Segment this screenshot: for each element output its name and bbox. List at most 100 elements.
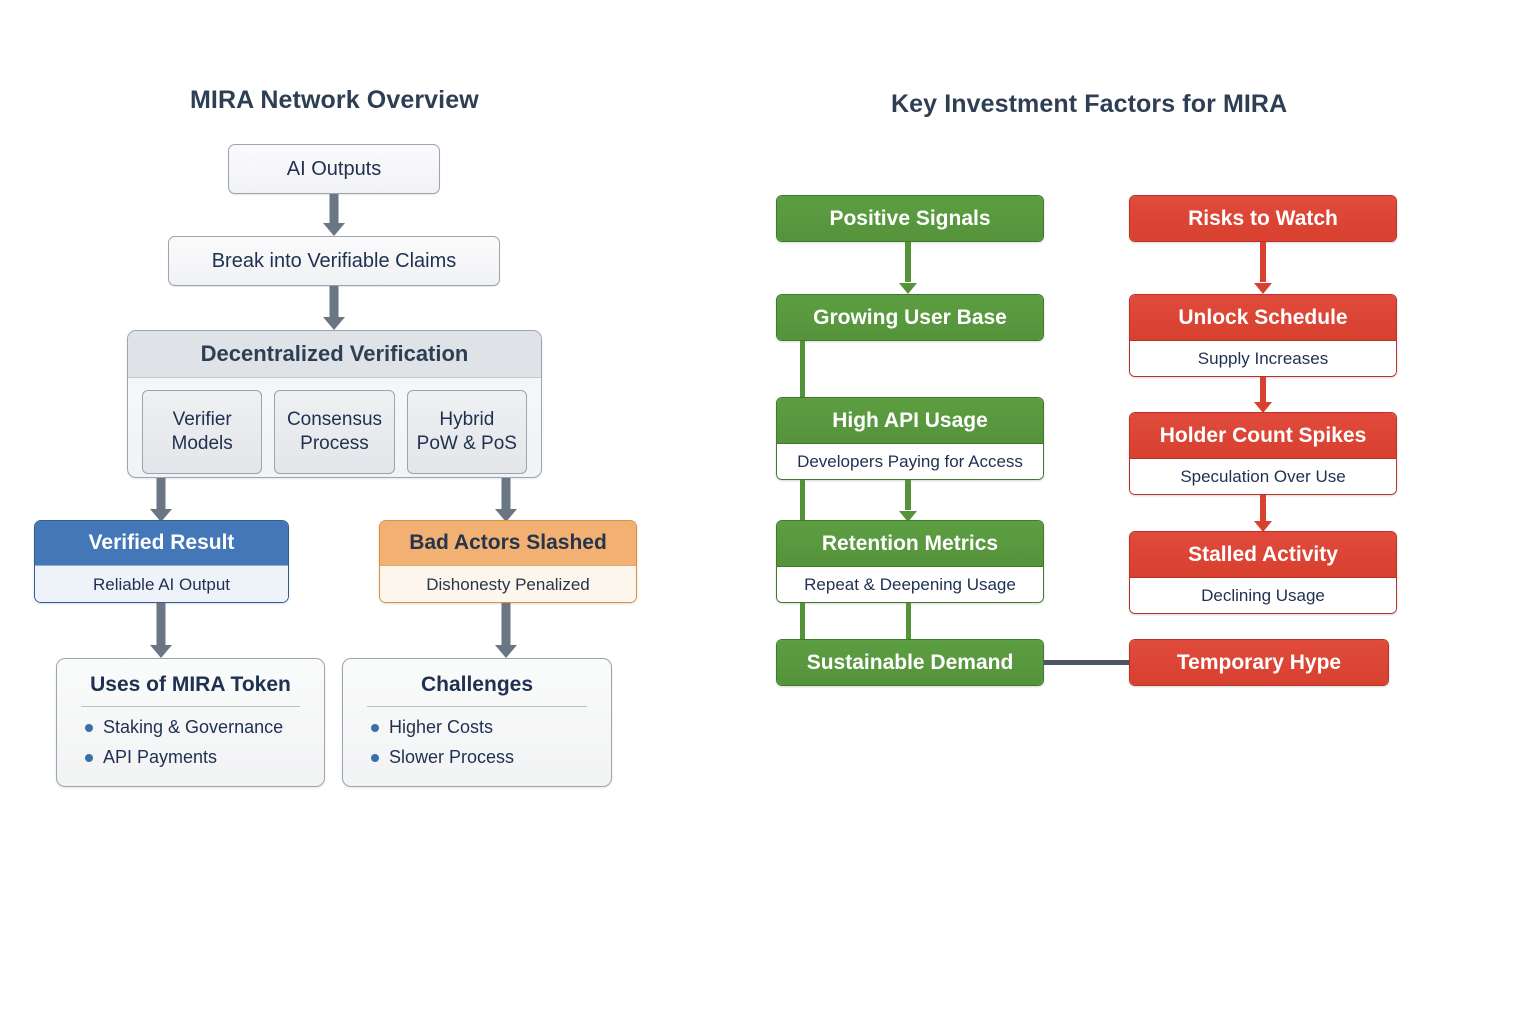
subnode-line-2: Models (171, 433, 233, 454)
block-unlock-schedule[interactable]: Unlock Schedule Supply Increases (1129, 294, 1397, 377)
subnode-line-2: Process (300, 433, 369, 454)
block-title-text: Temporary Hype (1176, 650, 1342, 674)
block-risks-to-watch[interactable]: Risks to Watch (1129, 195, 1397, 242)
list-item: Higher Costs (371, 717, 593, 738)
panel-heading: Uses of MIRA Token (90, 673, 291, 696)
node-break-claims[interactable]: Break into Verifiable Claims (168, 236, 500, 286)
subnode-hybrid-pow-pos[interactable]: Hybrid PoW & PoS (406, 390, 527, 474)
block-title: Growing User Base (777, 295, 1043, 340)
card-bad-actors-slashed[interactable]: Bad Actors Slashed Dishonesty Penalized (379, 520, 637, 603)
connector-high-api-left-rail (800, 480, 805, 522)
subnode-line-1: Verifier (172, 409, 232, 431)
block-title-text: High API Usage (832, 408, 988, 432)
block-stalled-activity[interactable]: Stalled Activity Declining Usage (1129, 531, 1397, 614)
arrow-holder-to-stalled (1253, 495, 1273, 532)
bullet-icon (371, 723, 379, 732)
subnode-verifier-models[interactable]: Verifier Models (142, 390, 263, 474)
panel-list: Higher Costs Slower Process (361, 717, 593, 768)
block-subtitle: Developers Paying for Access (777, 443, 1043, 479)
block-subtitle: Supply Increases (1130, 340, 1396, 376)
arrow-ai-outputs-to-break (322, 194, 346, 236)
block-title-text: Unlock Schedule (1178, 305, 1348, 329)
connector-retention-right-rail (906, 603, 911, 640)
card-title-text: Verified Result (88, 531, 235, 554)
block-retention-metrics[interactable]: Retention Metrics Repeat & Deepening Usa… (776, 520, 1044, 603)
block-high-api-usage[interactable]: High API Usage Developers Paying for Acc… (776, 397, 1044, 480)
block-subtitle: Repeat & Deepening Usage (777, 566, 1043, 602)
block-title-text: Positive Signals (829, 206, 991, 230)
list-item: API Payments (85, 747, 306, 768)
block-holder-count-spikes[interactable]: Holder Count Spikes Speculation Over Use (1129, 412, 1397, 495)
node-ai-outputs[interactable]: AI Outputs (228, 144, 440, 194)
card-bad-actors-title: Bad Actors Slashed (380, 521, 636, 565)
right-panel-title: Key Investment Factors for MIRA (891, 90, 1288, 118)
group-decentralized-verification[interactable]: Decentralized Verification Verifier Mode… (127, 330, 542, 478)
card-bad-actors-subtitle: Dishonesty Penalized (380, 565, 636, 602)
block-title: Temporary Hype (1130, 640, 1388, 685)
block-title: Unlock Schedule (1130, 295, 1396, 340)
list-item-label: API Payments (103, 747, 218, 767)
bullet-icon (85, 723, 93, 732)
arrow-break-to-verification (322, 286, 346, 330)
block-subtitle-text: Declining Usage (1201, 586, 1325, 605)
panel-divider (81, 706, 300, 707)
block-title: Retention Metrics (777, 521, 1043, 566)
block-temporary-hype[interactable]: Temporary Hype (1129, 639, 1389, 686)
card-verified-result-title: Verified Result (35, 521, 288, 565)
block-growing-user-base[interactable]: Growing User Base (776, 294, 1044, 341)
block-subtitle-text: Developers Paying for Access (797, 452, 1023, 471)
block-title: Holder Count Spikes (1130, 413, 1396, 458)
arrow-positive-to-growing (898, 242, 918, 294)
card-verified-result[interactable]: Verified Result Reliable AI Output (34, 520, 289, 603)
block-subtitle-text: Speculation Over Use (1180, 467, 1346, 486)
block-positive-signals[interactable]: Positive Signals (776, 195, 1044, 242)
subnode-line-1: Consensus (286, 409, 383, 431)
connector-retention-left-rail (800, 603, 805, 640)
panel-uses-of-mira-token[interactable]: Uses of MIRA Token Staking & Governance … (56, 658, 325, 787)
list-item-label: Staking & Governance (103, 717, 284, 737)
block-subtitle-text: Supply Increases (1197, 349, 1329, 368)
group-header: Decentralized Verification (128, 331, 541, 378)
panel-divider (367, 706, 587, 707)
list-item-label: Slower Process (389, 747, 515, 767)
arrow-verification-to-verified-result (149, 478, 173, 522)
arrow-verification-to-bad-actors (494, 478, 518, 522)
panel-challenges[interactable]: Challenges Higher Costs Slower Process (342, 658, 612, 787)
connector-sustainable-to-temporary-hype (1044, 660, 1131, 665)
block-subtitle-text: Repeat & Deepening Usage (804, 575, 1016, 594)
node-ai-outputs-label: AI Outputs (286, 157, 382, 180)
card-verified-result-subtitle: Reliable AI Output (35, 565, 288, 602)
panel-list: Staking & Governance API Payments (75, 717, 306, 768)
node-break-claims-label: Break into Verifiable Claims (211, 249, 457, 272)
block-title: High API Usage (777, 398, 1043, 443)
panel-heading: Challenges (420, 673, 534, 696)
arrow-high-api-to-retention (898, 480, 918, 522)
bullet-icon (371, 753, 379, 762)
arrow-unlock-to-holder (1253, 377, 1273, 413)
block-title-text: Stalled Activity (1188, 542, 1338, 566)
arrow-risks-to-unlock (1253, 242, 1273, 294)
block-title-text: Sustainable Demand (806, 650, 1014, 674)
subnode-line-1: Hybrid (439, 409, 495, 431)
group-header-label: Decentralized Verification (200, 341, 469, 366)
block-title-text: Retention Metrics (821, 531, 999, 555)
block-subtitle: Declining Usage (1130, 577, 1396, 613)
block-subtitle: Speculation Over Use (1130, 458, 1396, 494)
subnode-line-2: PoW & PoS (416, 433, 517, 454)
arrow-bad-actors-to-challenges (494, 603, 518, 658)
block-title-text: Growing User Base (813, 305, 1007, 329)
block-title: Positive Signals (777, 196, 1043, 241)
card-subtitle-text: Reliable AI Output (92, 574, 231, 594)
card-title-text: Bad Actors Slashed (409, 531, 607, 554)
list-item: Slower Process (371, 747, 593, 768)
arrow-verified-to-uses (149, 603, 173, 658)
list-item-label: Higher Costs (389, 717, 494, 737)
connector-growing-to-high-api (800, 341, 805, 398)
subnode-consensus-process[interactable]: Consensus Process (274, 390, 395, 474)
block-title-text: Holder Count Spikes (1159, 423, 1367, 447)
list-item: Staking & Governance (85, 717, 306, 738)
block-title: Stalled Activity (1130, 532, 1396, 577)
group-children: Verifier Models Consensus Process Hybrid… (128, 378, 541, 477)
block-sustainable-demand[interactable]: Sustainable Demand (776, 639, 1044, 686)
